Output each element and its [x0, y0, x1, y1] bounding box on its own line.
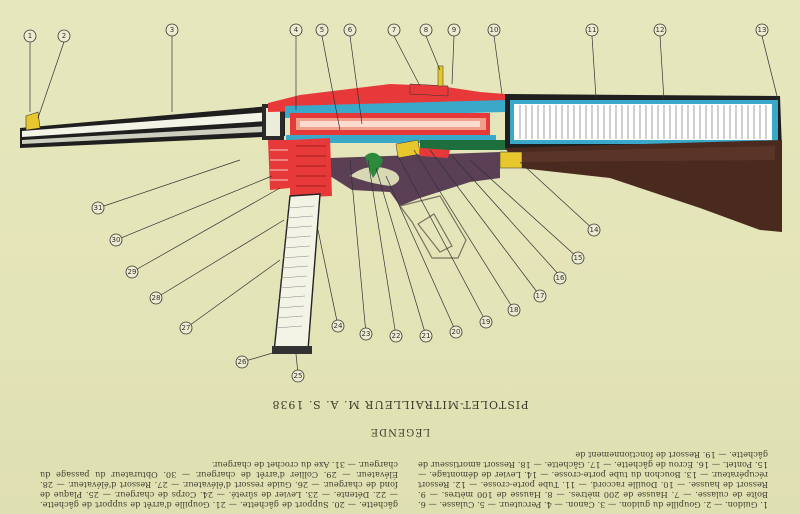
callout-3: 3	[170, 26, 174, 34]
callout-31: 31	[94, 204, 103, 212]
callout-2: 2	[62, 32, 66, 40]
callout-8: 8	[424, 26, 428, 34]
callout-20: 20	[452, 328, 461, 336]
callout-4: 4	[294, 26, 299, 34]
callouts	[23, 23, 769, 383]
callout-21: 21	[422, 332, 431, 340]
callout-6: 6	[348, 26, 353, 34]
feed-block	[268, 140, 290, 190]
leader-lines	[29, 35, 779, 375]
magazine	[272, 138, 332, 354]
callout-27: 27	[182, 324, 191, 332]
callout-15: 15	[574, 254, 583, 262]
barrel	[20, 104, 285, 148]
callout-18: 18	[510, 306, 519, 314]
callout-22: 22	[392, 332, 401, 340]
wooden-stock	[499, 140, 782, 232]
callout-5: 5	[320, 26, 324, 34]
callout-10: 10	[490, 26, 499, 34]
pistol-grip	[330, 139, 500, 206]
callout-1: 1	[28, 32, 32, 40]
legend-right-column: 1. Guidon. — 2. Goupille du guidon. — 3.…	[418, 450, 768, 510]
trigger-guard	[398, 195, 467, 259]
legend-left-column: gâchette. — 20. Support de gâchette. — 2…	[40, 460, 398, 510]
callout-30: 30	[112, 236, 121, 244]
callout-9: 9	[452, 26, 456, 34]
callout-14: 14	[590, 226, 599, 234]
callout-29: 29	[128, 268, 137, 276]
callout-25: 25	[294, 372, 303, 380]
callout-17: 17	[536, 292, 545, 300]
legend-heading: LÉGENDE	[369, 426, 431, 437]
callout-28: 28	[152, 294, 161, 302]
callout-11: 11	[588, 26, 597, 34]
callout-26: 26	[238, 358, 247, 366]
callout-23: 23	[362, 330, 371, 338]
callout-13: 13	[758, 26, 767, 34]
receiver	[268, 65, 510, 150]
callout-24: 24	[334, 322, 343, 330]
callout-16: 16	[556, 274, 565, 282]
callout-numbers: 1 2 3 4 5 6 7 8 9 10 11 12 13 14 15 16 1…	[28, 26, 767, 380]
front-sight	[25, 111, 41, 131]
plate-title: PISTOLET-MITRAILLEUR M. A. S. 1938	[271, 398, 529, 411]
callout-12: 12	[656, 26, 665, 34]
callout-7: 7	[392, 26, 396, 34]
callout-19: 19	[482, 318, 491, 326]
stock-tube	[505, 94, 782, 150]
